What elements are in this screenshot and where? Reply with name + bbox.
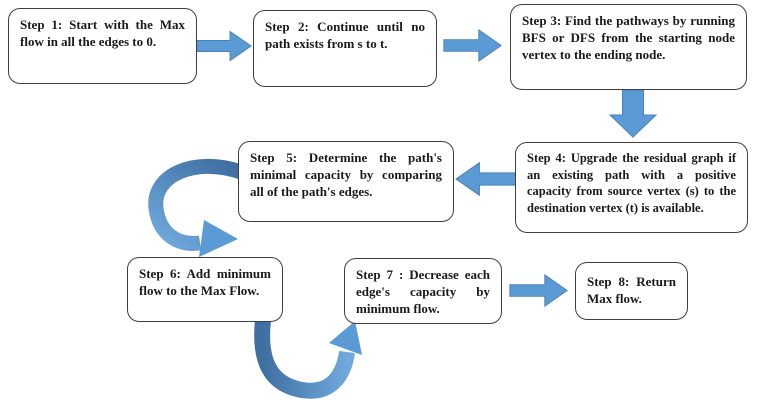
step-3-label: Step 3: Find the pathways by running BFS… [522,13,735,63]
flowchart-step-1: Step 1: Start with the Max flow in all t… [8,8,197,84]
flowchart-step-2: Step 2: Continue until no path exists fr… [253,10,437,87]
arrow-step1-to-step2-icon [197,30,252,62]
step-7-label: Step 7 : Decrease each edge's capacity b… [356,267,490,317]
flowchart-step-4: Step 4: Upgrade the residual graph if an… [515,142,748,233]
arrow-step2-to-step3-icon [443,29,502,62]
curved-arrow-step6-to-step7-icon [254,319,362,399]
flowchart-step-7: Step 7 : Decrease each edge's capacity b… [344,258,502,324]
flowchart-step-8: Step 8: Return Max flow. [575,262,688,320]
arrow-step4-to-step5-icon [455,161,516,197]
arrow-step7-to-step8-icon [509,274,568,307]
arrow-step3-to-step4-icon [608,90,658,138]
step-5-label: Step 5: Determine the path's minimal cap… [250,150,442,200]
flowchart-step-3: Step 3: Find the pathways by running BFS… [510,4,747,90]
step-4-label: Step 4: Upgrade the residual graph if an… [527,151,736,215]
step-2-label: Step 2: Continue until no path exists fr… [265,19,425,52]
curved-arrow-step5-to-step6-icon [148,158,244,257]
flowchart-step-5: Step 5: Determine the path's minimal cap… [238,141,454,222]
flowchart-step-6: Step 6: Add minimum flow to the Max Flow… [127,257,283,322]
step-8-label: Step 8: Return Max flow. [587,274,676,307]
step-1-label: Step 1: Start with the Max flow in all t… [20,17,185,50]
step-6-label: Step 6: Add minimum flow to the Max Flow… [139,266,271,299]
